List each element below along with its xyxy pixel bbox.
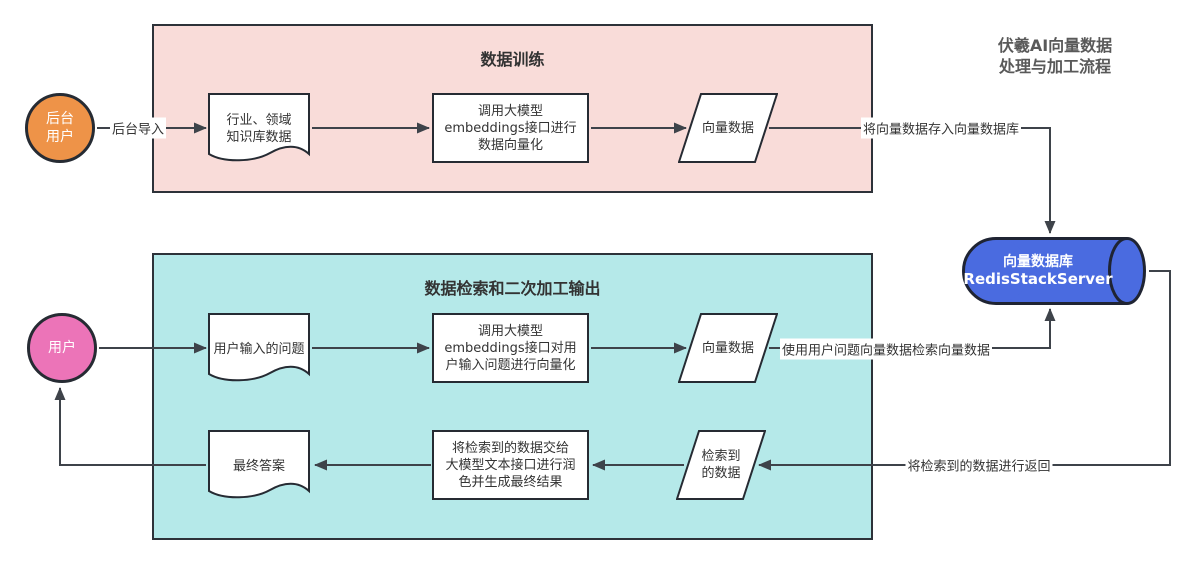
polish-line3: 色并生成最终结果 xyxy=(458,474,563,490)
document-shape-icon xyxy=(208,313,310,382)
train-vector-label: 向量数据 xyxy=(701,120,754,136)
backend-user-label-line2: 用户 xyxy=(46,129,74,145)
query-vector-data: 向量数据 xyxy=(678,313,778,383)
query-embed-line3: 户输入问题进行向量化 xyxy=(445,357,576,373)
query-vector-label: 向量数据 xyxy=(701,340,754,356)
user-question-label: 用户输入的问题 xyxy=(213,341,305,357)
user-label: 用户 xyxy=(48,340,76,356)
edge-label-return-data: 将检索到的数据进行返回 xyxy=(905,454,1053,476)
edge-label-store-vector: 将向量数据存入向量数据库 xyxy=(860,117,1022,139)
industry-knowledge-doc: 行业、领域 知识库数据 xyxy=(208,93,310,165)
retrieved-line2: 的数据 xyxy=(701,466,741,481)
document-shape-icon xyxy=(208,93,310,162)
industry-doc-line1: 行业、领域 xyxy=(226,113,292,128)
polish-step: 将检索到的数据交给 大模型文本接口进行润 色并生成最终结果 xyxy=(432,430,589,500)
polish-line2: 大模型文本接口进行润 xyxy=(445,457,576,473)
vector-db-name: 向量数据库 xyxy=(1003,254,1073,270)
edge-answer-to-user xyxy=(54,387,206,466)
final-answer-label: 最终答案 xyxy=(232,458,285,474)
diagram-title-line1: 伏羲AI向量数据 xyxy=(997,36,1113,55)
cylinder-shape-icon xyxy=(962,237,1146,305)
parallelogram-shape-icon xyxy=(676,430,766,500)
edge-label-search-vector: 使用用户问题向量数据检索向量数据 xyxy=(779,338,993,360)
parallelogram-shape-icon xyxy=(678,313,778,383)
vector-database-cylinder: 向量数据库 RedisStackServer xyxy=(961,236,1147,306)
polish-line1: 将检索到的数据交给 xyxy=(451,440,569,456)
user-circle: 用户 xyxy=(27,313,97,383)
user-question-doc: 用户输入的问题 xyxy=(208,313,310,385)
vector-db-product: RedisStackServer xyxy=(963,270,1113,288)
query-embedding-step: 调用大模型 embeddings接口对用 户输入问题进行向量化 xyxy=(432,313,589,383)
query-embed-line2: embeddings接口对用 xyxy=(444,340,577,356)
retrieved-data: 检索到 的数据 xyxy=(676,430,766,500)
edge-label-backend-import: 后台导入 xyxy=(109,117,167,139)
final-answer-doc: 最终答案 xyxy=(208,430,310,502)
retrieval-section-title: 数据检索和二次加工输出 xyxy=(424,279,601,298)
diagram-title: 伏羲AI向量数据 处理与加工流程 xyxy=(975,35,1135,77)
train-embed-line1: 调用大模型 xyxy=(477,103,543,119)
query-embed-line1: 调用大模型 xyxy=(477,323,543,339)
train-embedding-step: 调用大模型 embeddings接口进行 数据向量化 xyxy=(432,93,589,163)
training-section-title: 数据训练 xyxy=(480,50,545,69)
train-embed-line3: 数据向量化 xyxy=(477,137,543,153)
parallelogram-shape-icon xyxy=(678,93,778,163)
backend-user-label-line1: 后台 xyxy=(46,111,74,127)
backend-user-circle: 后台 用户 xyxy=(25,93,95,163)
train-vector-data: 向量数据 xyxy=(678,93,778,163)
retrieved-line1: 检索到 xyxy=(701,449,741,464)
industry-doc-line2: 知识库数据 xyxy=(226,130,292,145)
edge-vector-to-db xyxy=(769,127,1056,234)
train-embed-line2: embeddings接口进行 xyxy=(444,120,577,136)
document-shape-icon xyxy=(208,430,310,499)
diagram-title-line2: 处理与加工流程 xyxy=(998,57,1111,76)
